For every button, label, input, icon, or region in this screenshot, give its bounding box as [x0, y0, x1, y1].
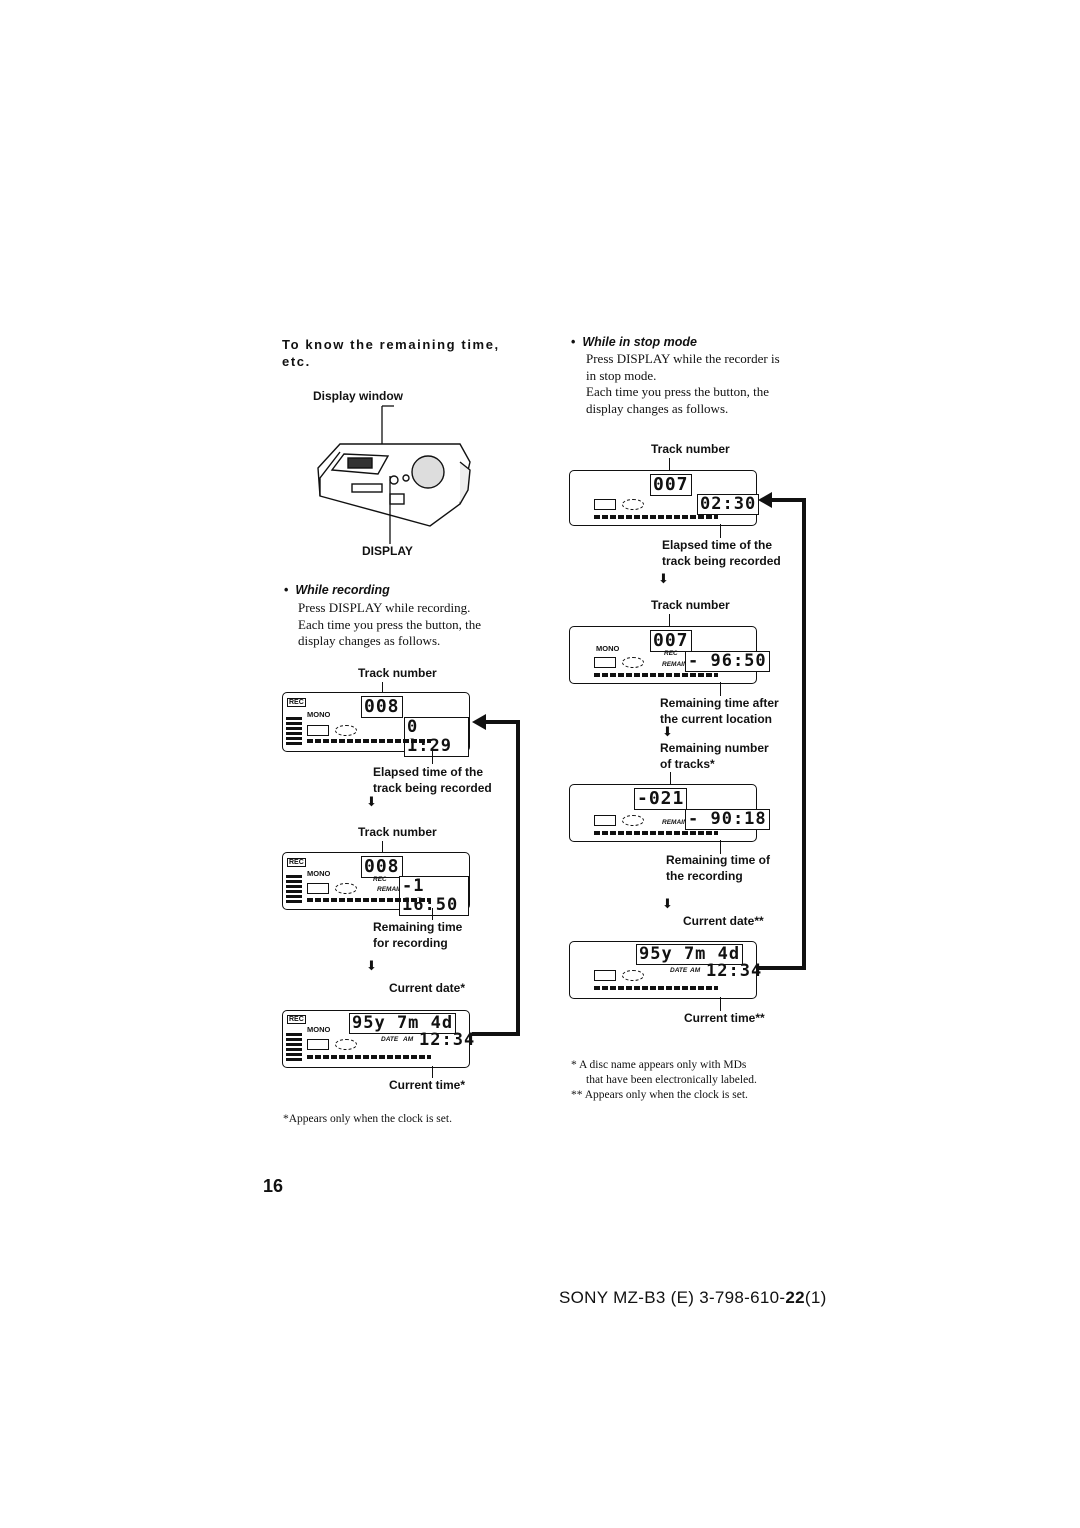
while-recording-text: Press DISPLAY while recording. Each time… — [298, 600, 482, 648]
elapsed-time-caption: Elapsed time of the track being recorded — [373, 765, 492, 795]
track-number-label: Track number — [651, 442, 730, 456]
section-heading: To know the remaining time, etc. — [282, 337, 500, 369]
disc-icon — [622, 499, 644, 510]
remaining-after-caption: Remaining time after the current locatio… — [660, 696, 779, 726]
lcd-screen-stop-tracks: -021 REMAIN - 90:18 — [569, 784, 770, 842]
display-button-label: DISPLAY — [362, 544, 413, 558]
progress-bar — [594, 986, 718, 990]
arrow-down-icon: ⬇ — [662, 896, 673, 911]
level-meter-icon — [286, 1033, 302, 1061]
disc-icon — [622, 970, 644, 981]
remaining-time-caption: Remaining time for recording — [373, 920, 463, 950]
remaining-number-label: Remaining number of tracks* — [660, 741, 769, 771]
page-number: 16 — [263, 1176, 284, 1196]
battery-icon — [307, 725, 329, 736]
remaining-recording-caption: Remaining time of the recording — [666, 853, 771, 883]
while-recording-title: • While recording — [284, 583, 390, 597]
current-time-label: Current time** — [684, 1011, 765, 1025]
while-stop-text: Press DISPLAY while the recorder is in s… — [586, 351, 780, 416]
battery-icon — [307, 883, 329, 894]
battery-icon — [594, 499, 616, 510]
current-time-label: Current time* — [389, 1078, 466, 1092]
battery-icon — [307, 1039, 329, 1050]
disc-icon — [622, 657, 644, 668]
recorder-illustration — [317, 405, 471, 544]
track-number-display: 008 — [361, 856, 403, 878]
lcd-screen-stop-remaining: MONO 007 REC REMAIN - 96:50 — [569, 626, 770, 684]
track-number-label: Track number — [358, 666, 437, 680]
time-display: 12:34 — [706, 961, 763, 981]
track-number-label: Track number — [651, 598, 730, 612]
current-date-label: Current date* — [389, 981, 466, 995]
arrow-down-icon: ⬇ — [366, 794, 377, 809]
current-date-label: Current date** — [683, 914, 764, 928]
lcd-screen-recording-remaining: REC MONO 008 REC REMAIN -1 16:50 — [282, 852, 470, 916]
tracks-remaining-display: -021 — [634, 788, 688, 810]
arrow-down-icon: ⬇ — [658, 571, 669, 586]
track-number-label: Track number — [358, 825, 437, 839]
battery-icon — [594, 657, 616, 668]
time-display: - 90:18 — [685, 809, 770, 830]
arrow-down-icon: ⬇ — [366, 958, 377, 973]
level-meter-icon — [286, 875, 302, 903]
lcd-screen-current-date: REC MONO 95y 7m 4d DATE AM 12:34 — [282, 1010, 474, 1068]
time-display: - 96:50 — [685, 651, 770, 672]
while-stop-title: • While in stop mode — [571, 335, 697, 349]
track-number-display: 007 — [650, 474, 692, 496]
disc-icon — [335, 1039, 357, 1050]
progress-bar — [594, 673, 718, 677]
cycle-arrow — [472, 714, 520, 1036]
time-display: 02:30 — [697, 494, 760, 515]
progress-bar — [594, 515, 718, 519]
disc-icon — [622, 815, 644, 826]
display-window-label: Display window — [313, 389, 404, 403]
left-footnote: *Appears only when the clock is set. — [283, 1113, 452, 1125]
time-display: -1 16:50 — [399, 876, 469, 916]
lcd-screen-recording-elapsed: REC MONO 008 0 1:29 — [282, 692, 470, 757]
date-display: 95y 7m 4d — [636, 944, 744, 965]
time-display: 12:34 — [419, 1030, 476, 1050]
battery-icon — [594, 970, 616, 981]
date-display: 95y 7m 4d — [349, 1013, 457, 1034]
disc-icon — [335, 725, 357, 736]
footer-model-code: SONY MZ-B3 (E) 3-798-610-22(1) — [559, 1288, 827, 1307]
track-number-display: 007 — [650, 630, 692, 652]
arrow-down-icon: ⬇ — [662, 724, 673, 739]
level-meter-icon — [286, 717, 302, 745]
lcd-screen-stop-date: 95y 7m 4d DATE AM 12:34 — [569, 941, 761, 999]
lcd-screen-stop-elapsed: 007 02:30 — [569, 470, 760, 526]
cycle-arrow — [758, 492, 806, 970]
elapsed-time-caption: Elapsed time of the track being recorded — [662, 538, 781, 568]
progress-bar — [307, 739, 431, 743]
track-number-display: 008 — [361, 696, 403, 718]
disc-icon — [335, 883, 357, 894]
progress-bar — [594, 831, 718, 835]
battery-icon — [594, 815, 616, 826]
progress-bar — [307, 1055, 431, 1059]
progress-bar — [307, 898, 431, 902]
time-display: 0 1:29 — [404, 717, 469, 757]
right-footnotes: * A disc name appears only with MDs that… — [571, 1059, 757, 1101]
